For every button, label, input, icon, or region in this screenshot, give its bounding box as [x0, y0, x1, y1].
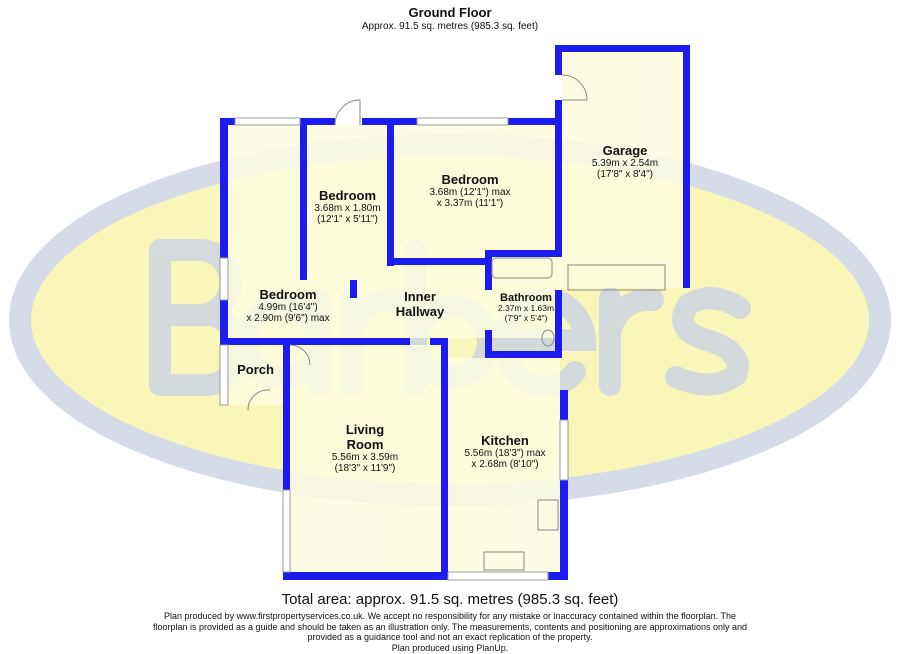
windows	[219, 117, 569, 581]
walls	[220, 45, 690, 580]
fixtures	[247, 74, 666, 571]
garage-door-swing	[561, 74, 588, 101]
room-dimensions: 5.56m x 3.59m	[331, 452, 399, 463]
floor-title: Ground Floor	[408, 5, 492, 20]
floor-area-subtitle: Approx. 91.5 sq. metres (985.3 sq. feet)	[361, 21, 539, 32]
floor-areas	[228, 52, 683, 573]
room-dimensions: 2.37m x 1.63m	[497, 303, 555, 313]
room-dimensions-imperial: (12'1" x 5'11")	[317, 214, 378, 225]
credit-text: Plan produced using PlanUp.	[391, 642, 509, 653]
room-garage: Garage 5.39m x 2.54m (17'8" x 8'4")	[575, 143, 675, 180]
room-dimensions: 3.68m (12'1") max	[429, 187, 511, 198]
room-name-line2: Room	[346, 437, 384, 452]
room-dimensions: 4.99m (16'4")	[258, 302, 318, 313]
bathtub	[491, 257, 553, 279]
disclaimer-text: Plan produced by www.firstpropertyservic…	[152, 611, 748, 642]
room-name: Bedroom	[318, 188, 377, 203]
room-dimensions-imperial: x 2.68m (8'10")	[471, 459, 539, 470]
room-dimensions-imperial: (7'9" x 5'4")	[504, 312, 548, 323]
total-area: Total area: approx. 91.5 sq. metres (985…	[281, 591, 619, 608]
room-dimensions-imperial: (18'3" x 11'9")	[334, 463, 396, 474]
porch-door-swing	[247, 389, 271, 411]
room-name: Living	[345, 422, 385, 437]
room-dimensions-imperial: x 3.37m (11'1")	[436, 198, 504, 209]
room-name: Porch	[237, 362, 274, 377]
room-name-line2: Hallway	[395, 304, 445, 319]
room-dimensions: 5.39m x 2.54m	[591, 158, 659, 169]
room-name: Kitchen	[481, 433, 529, 448]
room-dimensions: 5.56m (18'3") max	[464, 448, 546, 459]
garage-door	[567, 264, 666, 291]
room-name: Inner	[404, 289, 436, 304]
basin	[541, 329, 555, 347]
room-inner-hallway: Inner Hallway	[385, 289, 455, 319]
room-kitchen: Kitchen 5.56m (18'3") max x 2.68m (8'10"…	[450, 433, 560, 470]
room-name: Bathroom	[500, 292, 552, 304]
room-bedroom-3: Bedroom 4.99m (16'4") x 2.90m (9'6") max	[228, 287, 348, 324]
room-dimensions-imperial: x 2.90m (9'6") max	[246, 313, 330, 324]
room-name: Garage	[602, 143, 648, 158]
room-bedroom-2: Bedroom 3.68m x 1.80m (12'1" x 5'11")	[305, 188, 390, 225]
living-door-swing	[289, 344, 311, 366]
room-bedroom-1: Bedroom 3.68m (12'1") max x 3.37m (11'1"…	[395, 172, 545, 209]
kitchen-sink	[483, 551, 525, 571]
room-bathroom: Bathroom 2.37m x 1.63m (7'9" x 5'4")	[492, 292, 560, 323]
room-porch: Porch	[228, 362, 283, 377]
disclaimer: Plan produced by www.firstpropertyservic…	[150, 611, 750, 653]
hob	[537, 499, 559, 531]
front-door-swing	[334, 99, 361, 126]
room-name: Bedroom	[259, 287, 317, 302]
room-living-room: Living Room 5.56m x 3.59m (18'3" x 11'9"…	[300, 422, 430, 474]
room-dimensions-imperial: (17'8" x 8'4")	[597, 169, 653, 180]
room-name: Bedroom	[441, 172, 499, 187]
room-dimensions: 3.68m x 1.80m	[314, 203, 381, 214]
